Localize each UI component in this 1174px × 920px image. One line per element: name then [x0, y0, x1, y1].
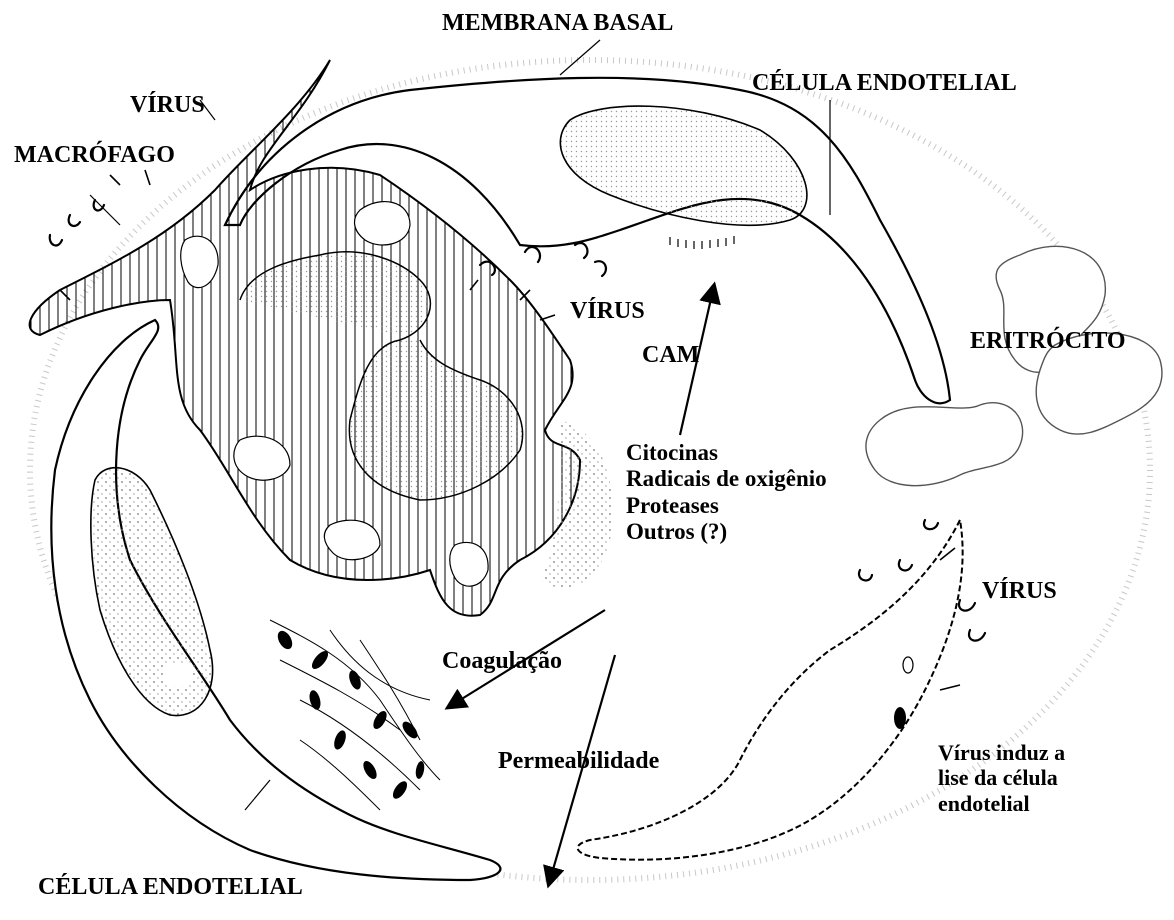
label-eritrocito: ERITRÓCITO	[970, 328, 1126, 356]
mediators-list: Citocinas Radicais de oxigênio Proteases…	[626, 440, 827, 546]
label-celula-endotelial-top: CÉLULA ENDOTELIAL	[752, 70, 1017, 98]
mediator-item: Citocinas	[626, 440, 827, 466]
lise-line: endotelial	[938, 791, 1065, 816]
cam-receptors	[670, 236, 734, 249]
label-virus-top: VÍRUS	[130, 92, 205, 120]
mediator-item: Outros (?)	[626, 519, 827, 545]
macrophage-vacuole	[450, 542, 488, 586]
macrophage-vacuole	[355, 202, 410, 245]
label-celula-endotelial-bottom: CÉLULA ENDOTELIAL	[38, 874, 303, 902]
lise-line: lise da célula	[938, 765, 1065, 790]
label-virus-center: VÍRUS	[570, 298, 645, 326]
lise-note: Vírus induz a lise da célula endotelial	[938, 740, 1065, 816]
lise-line: Vírus induz a	[938, 740, 1065, 765]
platelets	[275, 628, 426, 801]
mediator-item: Radicais de oxigênio	[626, 466, 827, 492]
label-macrofago: MACRÓFAGO	[14, 142, 175, 170]
label-cam: CAM	[642, 342, 699, 370]
lysed-cell-fragment	[894, 707, 906, 729]
label-coagulacao: Coagulação	[442, 648, 562, 676]
mediator-item: Proteases	[626, 493, 827, 519]
nucleolus	[163, 663, 193, 687]
label-permeabilidade: Permeabilidade	[498, 748, 659, 776]
label-membrana-basal: MEMBRANA BASAL	[442, 10, 673, 38]
label-virus-right: VÍRUS	[982, 578, 1057, 606]
erythrocyte-3	[866, 403, 1023, 486]
